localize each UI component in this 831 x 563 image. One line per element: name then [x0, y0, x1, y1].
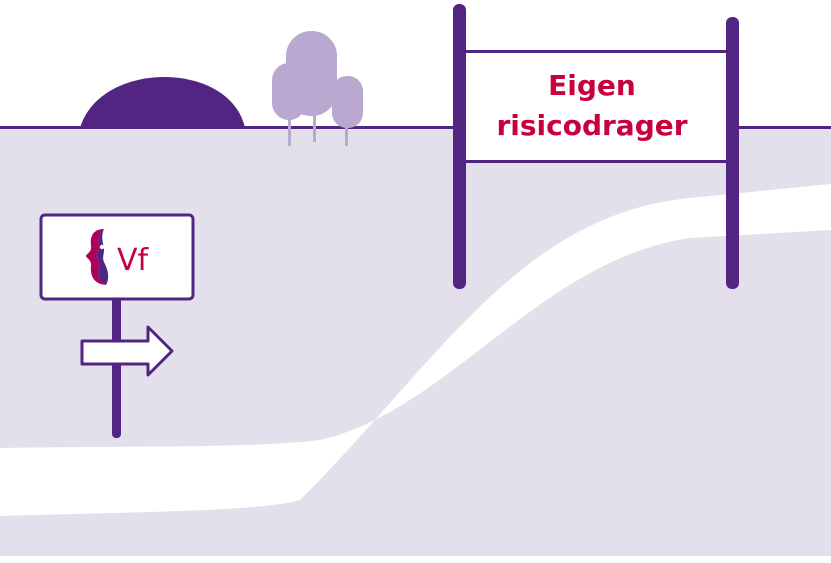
horizon-line — [0, 126, 831, 129]
big-sign-board — [466, 50, 726, 163]
big-sign-line1: Eigen — [548, 69, 636, 102]
trees — [272, 31, 363, 146]
big-sign-post-right — [726, 17, 739, 289]
face-bracket-icon — [86, 229, 109, 285]
big-sign: Eigen risicodrager — [453, 4, 739, 289]
logo-text: Vf — [117, 243, 150, 278]
arrow-right-icon — [80, 325, 174, 377]
small-sign-board — [39, 213, 195, 301]
hill — [80, 77, 245, 128]
road — [0, 184, 831, 516]
big-sign-post-left — [453, 4, 466, 289]
small-sign-post — [112, 295, 121, 438]
big-sign-line2: risicodrager — [496, 109, 687, 142]
small-sign: Vf — [39, 213, 195, 438]
